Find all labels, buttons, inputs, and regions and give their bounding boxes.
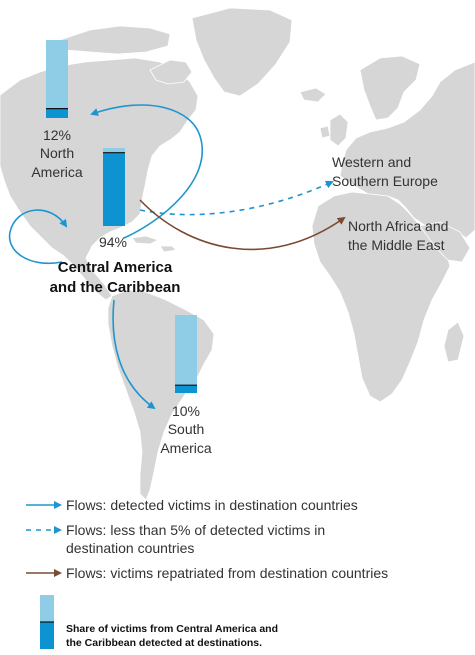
- north-america-label-line1: North: [40, 145, 74, 161]
- bar-central-america: [103, 148, 125, 226]
- flow-arrows: [8, 104, 346, 410]
- land-scandinavia: [359, 55, 421, 121]
- share-bars: [46, 40, 197, 393]
- land-greenland: [191, 7, 293, 97]
- flow-to-north-africa: [139, 199, 346, 251]
- land-madagascar: [443, 321, 465, 363]
- land-africa: [311, 191, 451, 403]
- legend-bar-light: [40, 595, 54, 622]
- south-america-bar-rest: [175, 315, 197, 386]
- north-africa-label-line2: the Middle East: [348, 237, 445, 253]
- western-europe-label-line1: Western and: [332, 154, 411, 170]
- land-north-america: [0, 57, 199, 301]
- legend-bar-dark: [40, 622, 54, 649]
- legend: Flows: detected victims in destination c…: [26, 497, 388, 649]
- western-europe-label-line2: Southern Europe: [332, 173, 438, 189]
- legend-share-line2: the Caribbean detected at destinations.: [66, 637, 262, 649]
- north-america-bar-share: [46, 108, 68, 118]
- land-british-isles: [319, 113, 349, 147]
- central-america-percent: 94%: [99, 234, 127, 250]
- land-masses: [0, 7, 475, 501]
- north-america-bar-rest: [46, 40, 68, 109]
- legend-flow-detected: Flows: detected victims in destination c…: [66, 497, 358, 513]
- south-america-bar-share: [175, 385, 197, 393]
- central-america-label-line1: Central America: [58, 259, 173, 276]
- south-america-percent: 10%: [172, 403, 200, 419]
- bar-north-america: [46, 40, 68, 118]
- south-america-label-line2: America: [160, 440, 212, 456]
- central-america-label-line2: and the Caribbean: [50, 279, 181, 296]
- land-south-america: [107, 289, 215, 501]
- north-america-percent: 12%: [43, 127, 71, 143]
- region-labels: 12% North America 94% Central America an…: [31, 127, 448, 456]
- land-iceland: [299, 87, 327, 103]
- land-baffin: [149, 59, 193, 85]
- legend-flow-small-line2: destination countries: [66, 540, 194, 556]
- flow-intra-regional: [8, 209, 68, 264]
- legend-share-line1: Share of victims from Central America an…: [66, 623, 278, 635]
- land-caribbean: [131, 235, 177, 253]
- land-arabia: [419, 221, 471, 263]
- legend-flow-small-line1: Flows: less than 5% of detected victims …: [66, 522, 325, 538]
- north-africa-label-line1: North Africa and: [348, 218, 448, 234]
- central-america-bar-rest: [103, 148, 125, 153]
- bar-south-america: [175, 315, 197, 393]
- flow-to-south-america: [112, 299, 156, 410]
- flow-to-western-europe: [139, 180, 334, 216]
- legend-flow-repatriated: Flows: victims repatriated from destinat…: [66, 565, 388, 581]
- north-america-label-line2: America: [31, 164, 83, 180]
- land-arctic-islands: [59, 25, 171, 55]
- flow-to-north-america: [90, 104, 203, 239]
- central-america-bar-share: [103, 152, 125, 226]
- south-america-label-line1: South: [168, 421, 205, 437]
